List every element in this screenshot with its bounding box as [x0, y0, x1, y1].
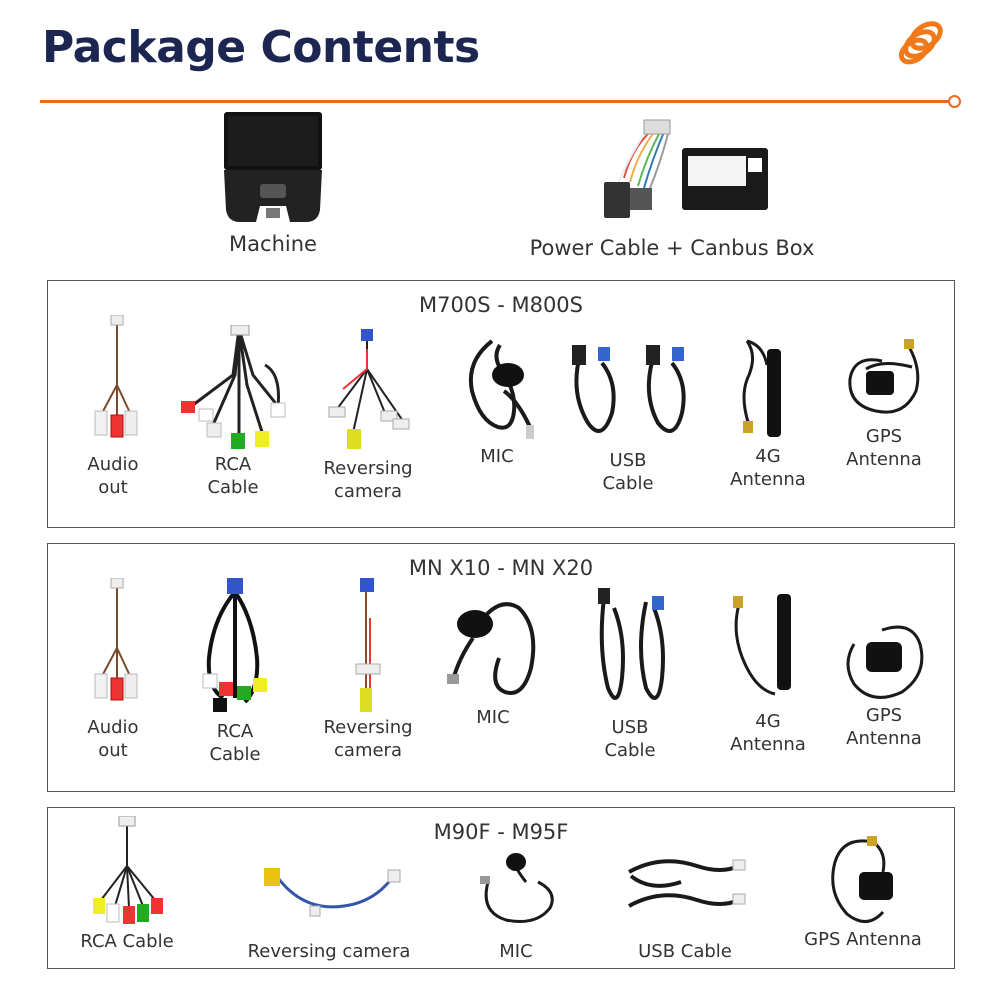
item-label-line1: MIC [499, 941, 533, 962]
item-label-line1: RCA [214, 454, 252, 475]
usb-cable-icon [598, 588, 665, 700]
usb-cable-icon [628, 859, 746, 908]
section-title: MN X10 - MN X20 [408, 556, 594, 580]
power-cable-label: Power Cable + Canbus Box [529, 236, 815, 260]
rca-cable-icon [181, 325, 286, 449]
item-label-line2: Cable [207, 477, 259, 498]
rca-cable-icon [202, 578, 267, 712]
reversing-camera-cable-icon [355, 578, 381, 712]
page-title: Package Contents [42, 22, 480, 73]
item-label-line1: MIC [480, 446, 514, 467]
item-label-line2: out [98, 740, 128, 761]
item-label-line1: Audio [87, 454, 139, 475]
item-label-line1: 4G [755, 711, 781, 732]
audio-cable-icon [94, 578, 138, 701]
item-label-line1: USB [611, 717, 649, 738]
4g-antenna-icon [733, 594, 791, 696]
item-label-line1: USB [609, 450, 647, 471]
section-title: M700S - M800S [419, 293, 583, 317]
item-label-line2: Antenna [730, 469, 806, 490]
item-label-line1: GPS [865, 426, 903, 447]
item-label-line1: RCA Cable [80, 931, 174, 952]
divider-end-dot [948, 95, 961, 108]
item-gps-antenna: GPS Antenna [790, 832, 936, 951]
item-label-line1: GPS Antenna [804, 929, 922, 950]
item-mic: MIC [452, 331, 542, 468]
orange-spiral-logo-icon [898, 21, 943, 65]
usb-cable-icon [572, 345, 686, 433]
item-label-line1: USB Cable [638, 941, 732, 962]
audio-cable-icon [94, 315, 138, 438]
item-label-line2: camera [334, 740, 402, 761]
item-label-line2: Cable [604, 740, 656, 761]
item-label-line2: Antenna [846, 728, 922, 749]
item-label-line2: camera [334, 481, 402, 502]
item-label-line2: Antenna [846, 449, 922, 470]
item-label-line1: Reversing camera [247, 941, 411, 962]
rca-cable-icon [93, 816, 163, 924]
section-m90f-m95f: M90F - M95F RCA Cable Reversing camera [47, 807, 955, 969]
item-label-line1: Reversing [323, 458, 413, 479]
mic-icon [480, 853, 554, 923]
reversing-camera-cable-icon [264, 868, 401, 917]
item-mic: MIC [462, 852, 570, 963]
mic-icon [447, 602, 536, 695]
machine-label: Machine [229, 232, 317, 256]
section-title: M90F - M95F [433, 820, 569, 844]
power-cable-canbus-icon [604, 119, 768, 218]
item-usb-cable: USB Cable [620, 852, 750, 963]
item-label-line1: RCA [216, 721, 254, 742]
item-label-line2: Cable [209, 744, 261, 765]
car-stereo-icon [224, 112, 322, 222]
item-label-line1: 4G [755, 446, 781, 467]
reversing-camera-cable-icon [328, 329, 410, 449]
item-label-line2: Cable [602, 473, 654, 494]
mic-icon [469, 339, 534, 439]
item-label-line1: MIC [476, 707, 510, 728]
4g-antenna-icon [742, 339, 781, 437]
item-reversing-camera: Reversing camera [234, 852, 424, 963]
power-cable-item: Power Cable + Canbus Box [512, 118, 832, 260]
header-divider [40, 100, 950, 103]
gps-antenna-icon [846, 625, 924, 699]
item-label-line2: out [98, 477, 128, 498]
item-rca-cable: RCA Cable [62, 816, 192, 953]
machine-item: Machine [200, 110, 346, 256]
item-label-line1: Reversing [323, 717, 413, 738]
item-mic: MIC [434, 588, 552, 729]
gps-antenna-icon [848, 339, 920, 414]
item-label-line2: Antenna [730, 734, 806, 755]
item-label-line1: GPS [865, 705, 903, 726]
item-label-line1: Audio [87, 717, 139, 738]
gps-antenna-icon [831, 836, 893, 923]
